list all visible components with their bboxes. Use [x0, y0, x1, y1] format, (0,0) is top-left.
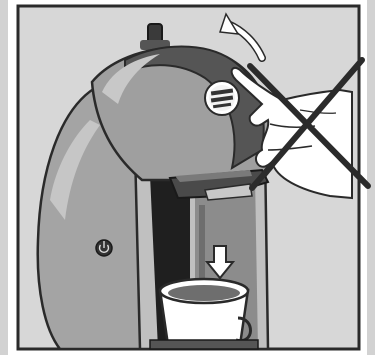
capsule-holder-logo	[205, 81, 239, 115]
cup	[160, 279, 251, 345]
power-icon	[96, 240, 112, 256]
